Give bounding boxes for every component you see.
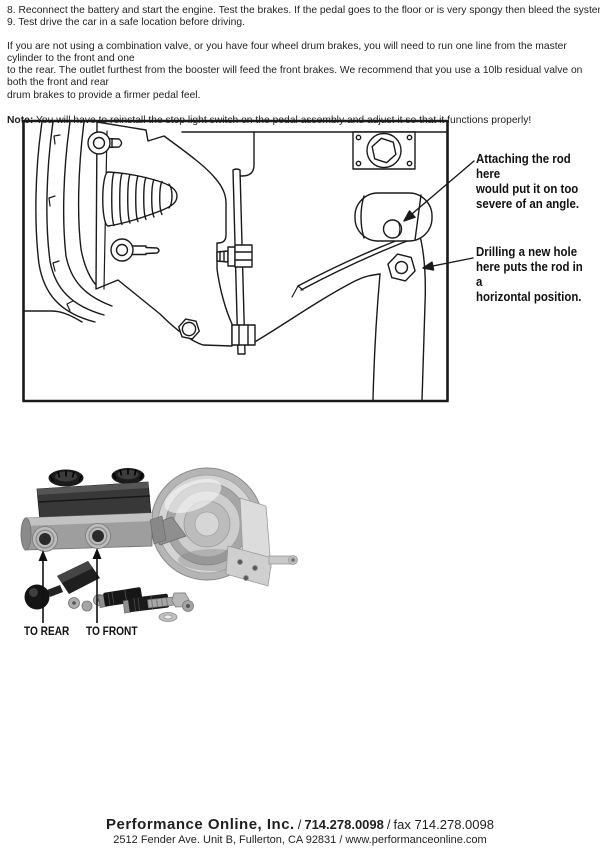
combination-valve-paragraph: If you are not using a combination valve… — [7, 40, 583, 101]
to-rear-label: TO REAR — [24, 626, 70, 638]
firewall-diagram-art — [22, 119, 475, 403]
footer-separator-2: / — [386, 817, 391, 832]
booster-drum — [23, 121, 113, 323]
callout-arrow-attach — [403, 160, 475, 222]
to-front-label: TO FRONT — [86, 626, 138, 638]
footer: Performance Online, Inc./714.278.0098/fa… — [0, 817, 600, 847]
footer-separator-1: / — [297, 817, 302, 832]
callout-arrow-drill — [422, 257, 474, 271]
product-photo: TO REAR TO FRONT — [0, 440, 600, 655]
master-cylinder — [20, 468, 167, 552]
fitting-parts — [24, 561, 194, 622]
step-8: 8. Reconnect the battery and start the e… — [7, 5, 600, 16]
company-name: Performance Online, Inc. — [106, 816, 295, 833]
instructions-text: 8. Reconnect the battery and start the e… — [7, 5, 600, 127]
step-9: 9. Test drive the car in a safe location… — [7, 17, 245, 29]
oval-opening — [354, 192, 433, 242]
valve-knob — [24, 584, 50, 610]
firewall-diagram: Attaching the rod here would put it on t… — [0, 119, 600, 411]
callout-attach-text: Attaching the rod here would put it on t… — [476, 151, 580, 211]
pedal-bracket — [95, 121, 233, 347]
booster-bracket — [225, 497, 298, 587]
to-rear-arrow — [38, 550, 48, 623]
pushrod-boot — [102, 171, 178, 227]
booster-stud-upper — [87, 131, 123, 155]
brake-rod-bar — [216, 168, 256, 355]
diagram-border — [22, 119, 449, 403]
access-plate — [352, 131, 416, 170]
rail-hex-nut — [387, 253, 416, 282]
booster-stud-lower — [110, 238, 160, 262]
fax-number: fax 714.278.0098 — [393, 817, 494, 832]
note-label: Note: — [7, 115, 34, 127]
footer-contact-line: Performance Online, Inc./714.278.0098/fa… — [0, 817, 600, 833]
phone-number: 714.278.0098 — [304, 817, 384, 832]
footer-address-line: 2512 Fender Ave. Unit B, Fullerton, CA 9… — [113, 834, 487, 846]
to-front-arrow — [92, 548, 102, 623]
product-photo-art — [20, 467, 298, 623]
callout-drill-text: Drilling a new hole here puts the rod in… — [476, 244, 583, 304]
